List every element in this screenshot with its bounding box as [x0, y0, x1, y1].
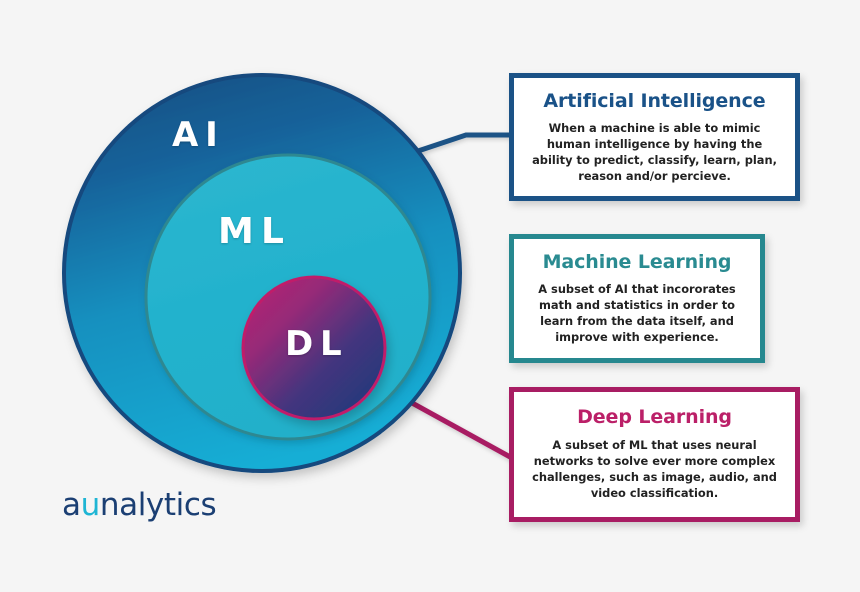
card-body-machine-learning: A subset of AI that incororates math and… — [538, 281, 736, 345]
info-card-deep-learning: Deep Learning A subset of ML that uses n… — [509, 387, 800, 522]
circle-dl — [241, 275, 387, 421]
card-title-artificial-intelligence: Artificial Intelligence — [543, 90, 766, 112]
aunalytics-logo: aunalytics — [62, 487, 217, 523]
ai-connector-line — [408, 132, 512, 157]
card-body-deep-learning: A subset of ML that uses neural networks… — [532, 437, 777, 501]
card-title-machine-learning: Machine Learning — [542, 251, 732, 273]
card-body-artificial-intelligence: When a machine is able to mimic human in… — [532, 120, 777, 184]
info-card-artificial-intelligence: Artificial Intelligence When a machine i… — [509, 73, 800, 201]
logo-accent-letter: u — [80, 487, 101, 523]
card-title-deep-learning: Deep Learning — [577, 406, 732, 428]
circle-label-ml: ML — [218, 211, 292, 252]
circle-label-ai: AI — [172, 115, 225, 155]
circle-label-dl: DL — [285, 324, 349, 364]
logo-suffix: nalytics — [99, 487, 217, 523]
logo-prefix: a — [62, 487, 81, 523]
info-card-machine-learning: Machine Learning A subset of AI that inc… — [509, 234, 765, 363]
